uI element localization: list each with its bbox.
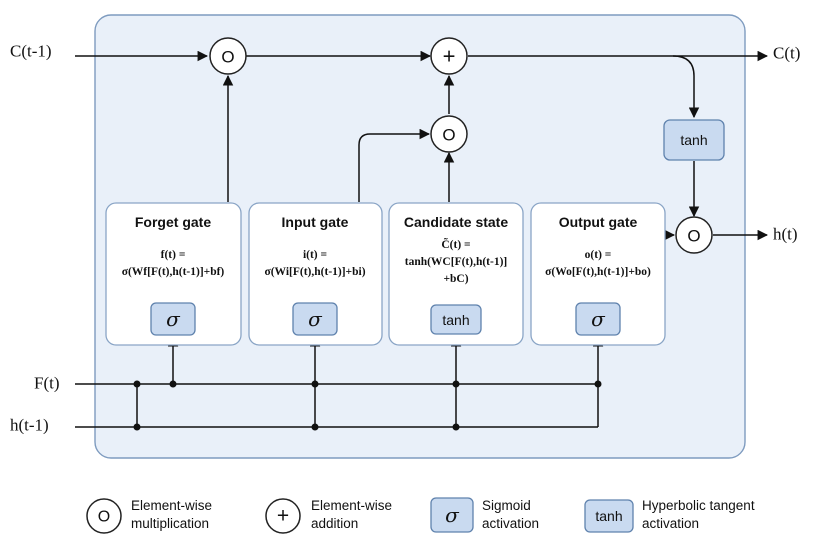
junction-dot [594,380,602,388]
legend-symbol: σ [445,503,460,527]
input-cell-prev-label: C(t-1) [10,42,52,61]
junction-dot [311,423,319,431]
input-multiply-node [430,115,468,153]
gate-title: Candidate state [404,214,508,230]
output-multiply-node [675,216,713,254]
legend-label: Element-wise [311,498,392,513]
multiply-symbol: O [221,48,234,67]
output-cell-label: C(t) [773,44,800,63]
junction-dot [133,380,141,388]
junction-dot [169,380,177,388]
gate-equation-line3: +bC) [443,273,468,285]
legend-symbol: + [277,505,289,528]
legend-symbol: tanh [595,508,622,524]
gate-equation-line2: tanh(WC[F(t),h(t-1)] [405,256,508,268]
legend-tanh-icon [584,499,634,533]
gate-title: Forget gate [135,214,211,230]
sigmoid-box [292,302,338,336]
legend-add-icon [265,498,301,534]
input-feature-label: F(t) [34,374,60,393]
gate-equation-line1: C̃(t) = [441,237,470,251]
junction-dot [452,423,460,431]
wire-cell-to-tanh [672,55,700,119]
legend-sigmoid-icon [430,497,474,533]
legend-multiply-icon [86,498,122,534]
junction-dot [133,423,141,431]
sigmoid-symbol: σ [166,307,181,331]
input-hidden-prev-label: h(t-1) [10,416,49,435]
output-hidden-label: h(t) [773,225,798,244]
forget-gate: Forget gate f(t) = σ(Wf[F(t),h(t-1)]+bf)… [105,202,242,346]
add-node [430,37,468,75]
output-gate: Output gate o(t) = σ(Wo[F(t),h(t-1)]+bo)… [530,202,666,346]
legend: O Element-wise multiplication + Element-… [86,497,755,534]
legend-label: addition [311,516,358,531]
gate-equation-line2: σ(Wf[F(t),h(t-1)]+bf) [122,266,225,278]
legend-label: activation [642,516,699,531]
gate-equation-line2: σ(Wi[F(t),h(t-1)]+bi) [264,266,365,278]
legend-label: Hyperbolic tangent [642,498,755,513]
legend-label: Sigmoid [482,498,531,513]
cell-tanh-box [663,119,725,161]
sigmoid-box [150,302,196,336]
gate-title: Input gate [282,214,349,230]
legend-label: Element-wise [131,498,212,513]
gate-equation-line1: f(t) = [161,249,186,261]
tanh-box [430,304,482,335]
forget-multiply-node [209,37,247,75]
gate-equation-line1: o(t) = [585,249,612,261]
cell-tanh-label: tanh [680,132,707,148]
legend-label: activation [482,516,539,531]
sigmoid-box [575,302,621,336]
multiply-symbol: O [442,126,455,145]
wire-input-gate-to-mult [358,128,431,202]
junction-dot [452,380,460,388]
legend-symbol: O [98,509,110,526]
gate-title: Output gate [559,214,638,230]
multiply-symbol: O [687,227,700,246]
input-gate: Input gate i(t) = σ(Wi[F(t),h(t-1)]+bi) … [248,202,383,346]
sigmoid-symbol: σ [591,307,606,331]
candidate-state: Candidate state C̃(t) = tanh(WC[F(t),h(t… [388,202,524,346]
junction-dot [311,380,319,388]
gate-equation-line2: σ(Wo[F(t),h(t-1)]+bo) [545,266,651,278]
sigmoid-symbol: σ [308,307,323,331]
gate-equation-line1: i(t) = [303,249,327,261]
add-symbol: + [443,44,456,69]
tanh-label: tanh [442,312,469,328]
legend-label: multiplication [131,516,209,531]
